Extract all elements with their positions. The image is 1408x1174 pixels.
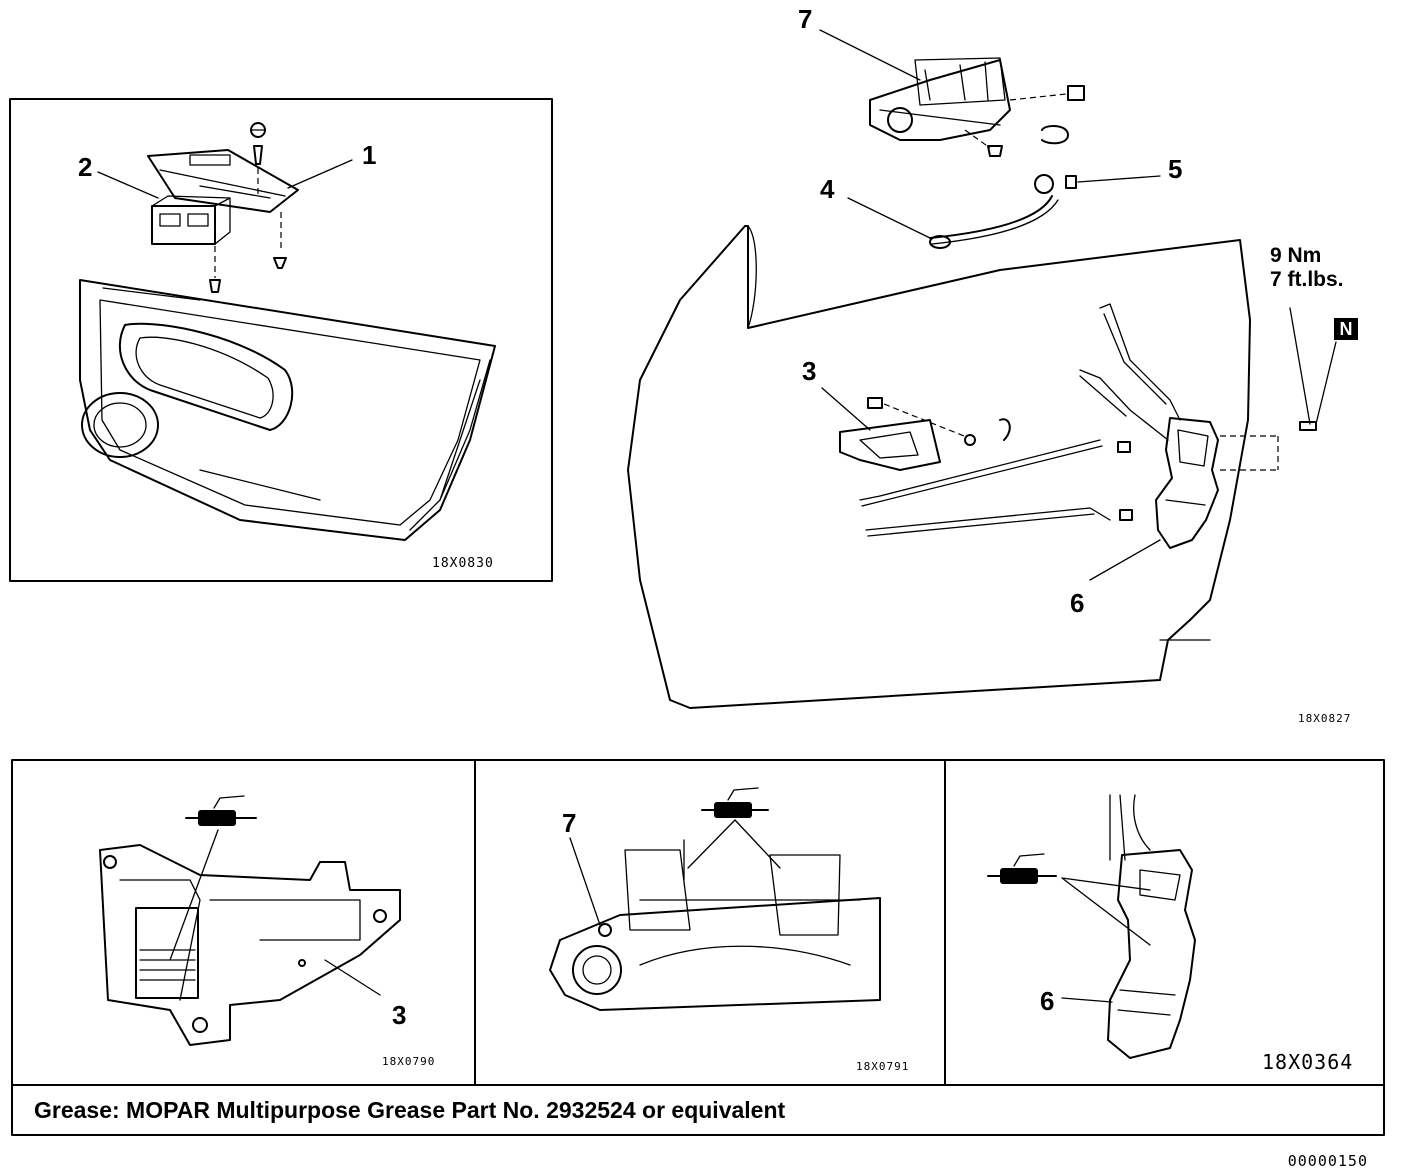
torque-imperial: 7 ft.lbs. [1270,268,1344,291]
note-badge: N [1334,318,1358,340]
inside-handle-drawing [839,397,1011,471]
callout-6-door: 6 [1070,588,1085,618]
outside-handle-drawing [869,57,1085,157]
callout-7-detail: 7 [562,808,577,838]
callout-7-top: 7 [798,4,813,34]
inside-handle-detail-drawing [99,844,401,1046]
callout-5: 5 [1168,154,1183,184]
door-rods-drawing [859,303,1181,537]
footer-code: 00000150 [1287,1152,1368,1170]
figure-code-outside-handle: 18X0791 [856,1060,910,1073]
switch-bezel-drawing [147,149,299,213]
figure-code-trim: 18X0830 [432,556,494,571]
figure-code-latch: 18X0364 [1262,1050,1354,1074]
callout-3-detail: 3 [392,1000,407,1030]
detail-frame [11,759,1385,1136]
callout-6-detail: 6 [1040,986,1055,1016]
rod-clip-drawing [929,174,1077,249]
switch-module-drawing [151,195,231,245]
torque-metric: 9 Nm [1270,244,1322,267]
door-trim-drawing [79,279,496,541]
callout-1: 1 [362,140,377,170]
figure-code-door: 18X0827 [1298,712,1352,725]
callout-3-door: 3 [802,356,817,386]
outside-handle-detail-drawing [549,839,881,1011]
callout-4: 4 [820,174,835,204]
figure-code-inside-handle: 18X0790 [382,1055,436,1068]
latch-detail-drawing [1107,794,1196,1059]
callout-2: 2 [78,152,93,182]
grease-note: Grease: MOPAR Multipurpose Grease Part N… [34,1097,786,1123]
door-shell-drawing [627,225,1251,709]
trim-panel-frame [9,98,553,582]
grease-gun-icon [185,787,1057,884]
screw-icon [209,122,287,293]
latch-drawing [1155,417,1219,549]
